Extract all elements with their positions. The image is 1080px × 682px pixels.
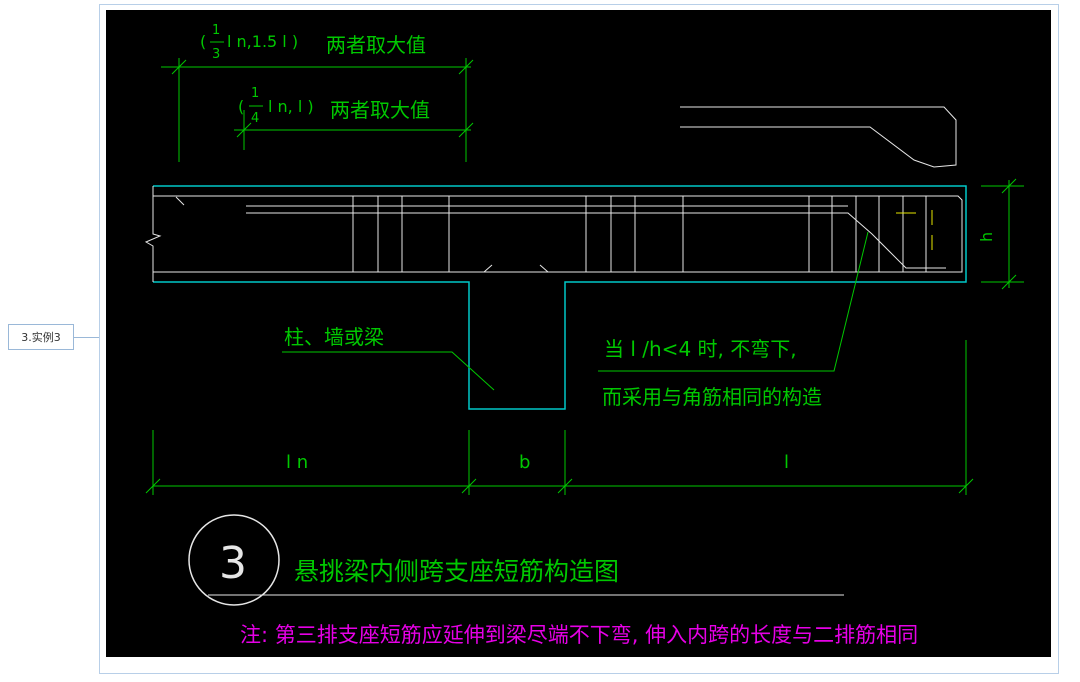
bent-bar-detail	[680, 106, 957, 168]
beam-outline	[153, 185, 967, 410]
dim-second-note: 两者取大值	[330, 98, 430, 122]
fraction-bars	[210, 41, 263, 107]
cad-drawing: ( 1 3 l n,1.5 l ) 两者取大值 ( 1 4 l n, l ) 两…	[106, 10, 1051, 657]
dim-top-frac-den: 3	[212, 47, 220, 62]
dim-h-label: h	[977, 232, 996, 242]
dim-h	[981, 178, 1024, 290]
dim-second-frac-den: 4	[251, 111, 259, 126]
outline-node[interactable]: 3.实例3	[8, 324, 74, 350]
short-bars	[896, 210, 933, 250]
top-dimension-labels: ( 1 3 l n,1.5 l ) 两者取大值 ( 1 4 l n, l ) 两…	[200, 23, 430, 126]
drawing-title: 悬挑梁内侧跨支座短筋构造图	[294, 557, 619, 586]
note-leader	[598, 231, 869, 372]
outline-connector	[74, 337, 100, 338]
drawing-footnote: 注: 第三排支座短筋应延伸到梁尽端不下弯, 伸入内跨的长度与二排筋相同	[240, 623, 918, 647]
dim-second-prefix: (	[238, 97, 244, 116]
bottom-dimension-labels: l n b l	[286, 452, 789, 473]
top-dimensions	[161, 58, 474, 162]
dim-second-frac-num: 1	[251, 86, 259, 101]
support-label: 柱、墙或梁	[284, 325, 384, 349]
support-leader	[282, 351, 495, 391]
dim-b-label: b	[519, 452, 530, 473]
dim-top-expr: l n,1.5 l )	[227, 32, 298, 51]
dim-second-expr: l n, l )	[268, 97, 314, 116]
dim-ln-label: l n	[286, 452, 308, 473]
detail-number-circle	[188, 514, 280, 606]
dim-l-label: l	[784, 452, 789, 473]
rebars	[153, 195, 963, 273]
detail-number: 3	[219, 538, 247, 589]
dim-top-prefix: (	[200, 32, 206, 51]
dim-top-note: 两者取大值	[326, 33, 426, 57]
cad-svg: ( 1 3 l n,1.5 l ) 两者取大值 ( 1 4 l n, l ) 两…	[144, 23, 1024, 647]
dim-top-frac-num: 1	[212, 23, 220, 38]
outline-node-label: 3.实例3	[21, 331, 61, 344]
bottom-dimensions	[145, 340, 974, 495]
note-line-1: 当 l /h<4 时, 不弯下,	[604, 337, 797, 361]
note-line-2: 而采用与角筋相同的构造	[602, 385, 822, 409]
break-line	[144, 186, 162, 282]
